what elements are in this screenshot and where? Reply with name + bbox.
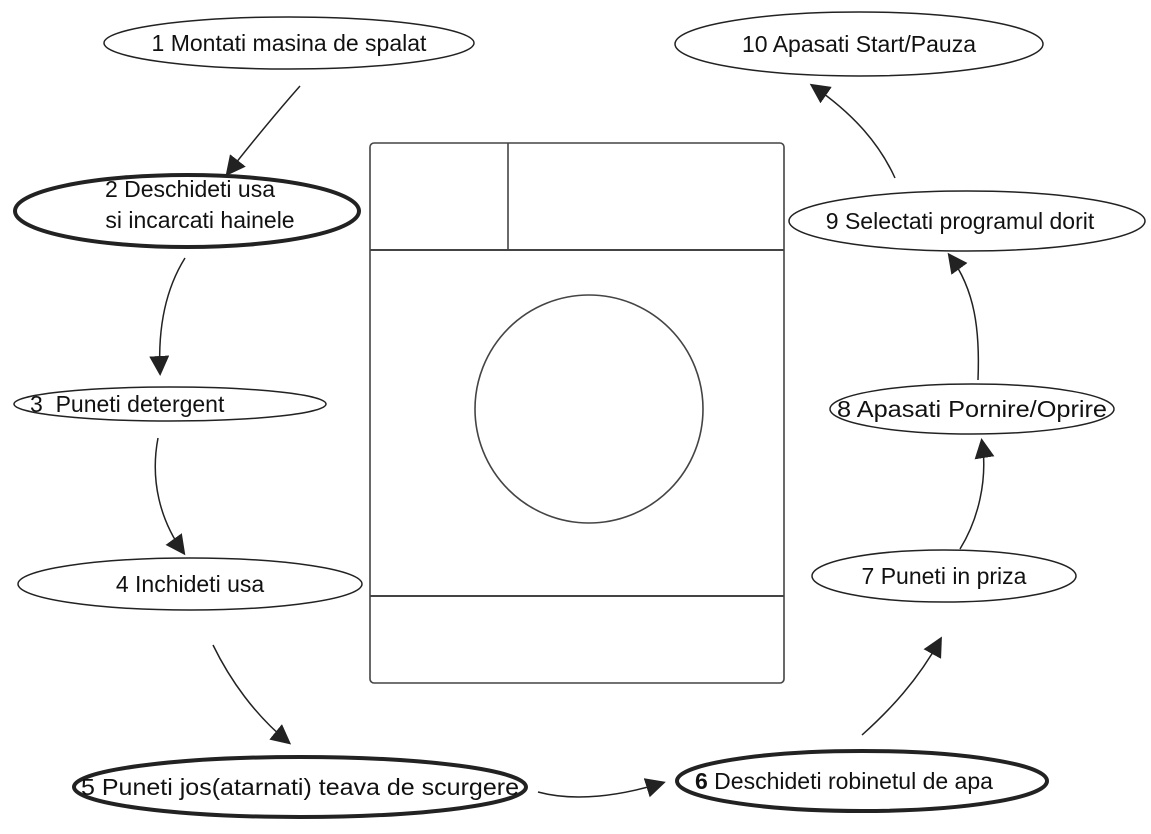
- step-8-ellipse: [829, 383, 1115, 435]
- step-7-label: 7 Puneti in priza: [862, 563, 1027, 589]
- step-1-ellipse: [103, 16, 475, 70]
- step-6-ellipse: [675, 749, 1049, 813]
- step-4-ellipse: [17, 557, 363, 611]
- step-3-ellipse: [13, 386, 327, 422]
- arrow-step-8-to-9: [947, 252, 980, 381]
- step-6-label: 6 Deschideti robinetul de apa: [695, 768, 993, 794]
- step-9-ellipse: [788, 190, 1146, 252]
- step-2-label-line2: si incarcati hainele: [105, 207, 294, 233]
- step-1-label: 1 Montati masina de spalat: [152, 30, 427, 56]
- washing-machine-illustration: [369, 142, 785, 684]
- step-2-label-line1: 2 Deschideti usa: [105, 176, 275, 202]
- step-8-label: 8 Apasati Pornire/Oprire: [837, 396, 1107, 422]
- step-6-number: 6: [695, 768, 708, 794]
- flow-arrows: [149, 83, 995, 798]
- step-4-label: 4 Inchideti usa: [116, 571, 265, 597]
- step-9-label: 9 Selectati programul dorit: [826, 208, 1095, 234]
- arrow-step-5-to-6: [537, 778, 666, 798]
- machine-door: [474, 294, 704, 524]
- step-5-ellipse: [72, 755, 528, 819]
- step-3-label: 3 Puneti detergent: [30, 391, 225, 417]
- arrow-step-3-to-4: [154, 437, 186, 556]
- step-10-ellipse: [674, 11, 1044, 77]
- arrow-step-7-to-8: [959, 438, 995, 550]
- arrow-step-6-to-7: [861, 636, 942, 736]
- step-ellipses: [13, 11, 1146, 819]
- step-10-label: 10 Apasati Start/Pauza: [742, 31, 976, 57]
- step-labels: 1 Montati masina de spalat 2 Deschideti …: [30, 30, 1107, 800]
- step-2-ellipse: [13, 173, 361, 249]
- machine-body: [369, 142, 785, 684]
- step-7-ellipse: [811, 549, 1077, 603]
- step-5-label: 5 Puneti jos(atarnati) teava de scurgere: [81, 774, 519, 800]
- arrow-step-9-to-10: [809, 83, 896, 179]
- arrow-step-4-to-5: [212, 644, 292, 745]
- arrow-step-2-to-3: [149, 257, 186, 376]
- step-6-text: Deschideti robinetul de apa: [708, 768, 993, 794]
- arrow-step-1-to-2: [225, 85, 301, 177]
